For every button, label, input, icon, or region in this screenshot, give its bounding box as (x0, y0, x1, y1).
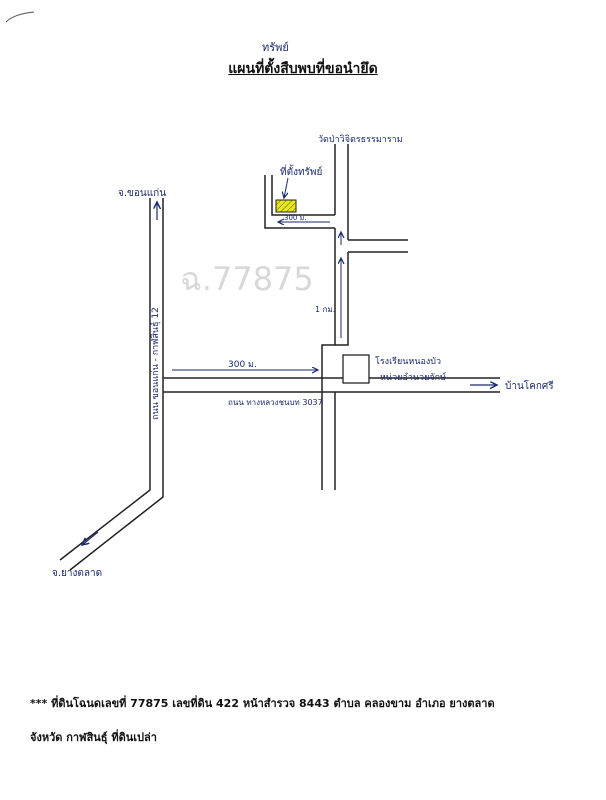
page-title: แผนที่ตั้งสืบพบที่ขอนำยึด (228, 61, 378, 77)
label-to-khon-kaen: จ.ขอนแก่น (118, 188, 166, 199)
pointer-arrow-property (284, 177, 289, 198)
watermark: ฉ.77875 (180, 260, 314, 298)
label-property: ที่ตั้งทรัพย์ (280, 164, 322, 178)
label-temple: วัดป่าวิจิตรธรรมาราม (318, 134, 403, 145)
label-distance-north: 1 กม. (315, 305, 335, 314)
footer-line-2: จังหวัด กาฬสินธุ์ ที่ดินเปล่า (30, 731, 157, 744)
label-school-line1: โรงเรียนหนองบัว (375, 356, 441, 367)
label-school-line2: หน่วยอำนวยจักษ์ (380, 371, 446, 383)
title-annotation: ทรัพย์ (262, 41, 289, 54)
corner-mark (5, 11, 35, 23)
local-road (163, 377, 500, 393)
highway-road (59, 198, 164, 571)
footer-line-1: *** ที่ดินโฉนดเลขที่ 77875 เลขที่ดิน 422… (30, 697, 495, 710)
cross-road (264, 175, 408, 253)
property-parcel (275, 199, 297, 213)
label-distance-road: 300 ม. (228, 360, 257, 370)
north-south-road (321, 144, 349, 490)
label-local-road: ถนน ทางหลวงชนบท 3037 (228, 398, 323, 407)
school-building (342, 354, 370, 384)
label-distance-property: 300 ม. (284, 214, 306, 222)
label-highway: ถนน ขอนแก่น - กาฬสินธุ์ 12 (149, 307, 161, 420)
label-to-ban-khok-si: บ้านโคกศรี (505, 379, 554, 392)
arrow-to-yang-talat (82, 531, 99, 545)
label-to-yang-talat: จ.ยางตลาด (52, 568, 102, 579)
